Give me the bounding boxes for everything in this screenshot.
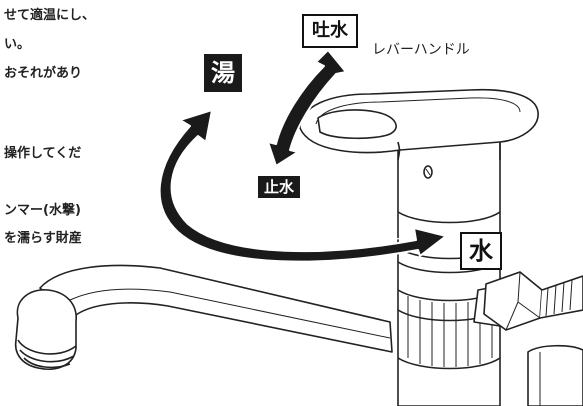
spout <box>14 264 393 370</box>
faucet-body <box>397 139 501 406</box>
cold-label: 水 <box>460 232 502 270</box>
instruction-line-4: 操作してくだ <box>4 146 82 161</box>
instruction-line-3: おそれがあり <box>4 66 83 81</box>
lever-handle <box>299 88 539 161</box>
instruction-line-2: い。 <box>4 37 31 52</box>
instruction-line-1: せて適温にし、 <box>4 8 96 23</box>
hot-label: 湯 <box>204 54 242 92</box>
discharge-stop-arrow <box>267 49 347 167</box>
discharge-label: 吐水 <box>302 14 358 48</box>
stop-label: 止水 <box>258 176 300 198</box>
instruction-line-6: を濡らす財産 <box>4 231 82 246</box>
instruction-line-5: ンマー(水撃) <box>4 203 81 218</box>
lever-handle-label: レバーハンドル <box>372 42 470 58</box>
supply-valve <box>473 271 583 406</box>
hot-cold-arrow <box>158 109 447 263</box>
arrow-inner-line <box>182 139 417 247</box>
